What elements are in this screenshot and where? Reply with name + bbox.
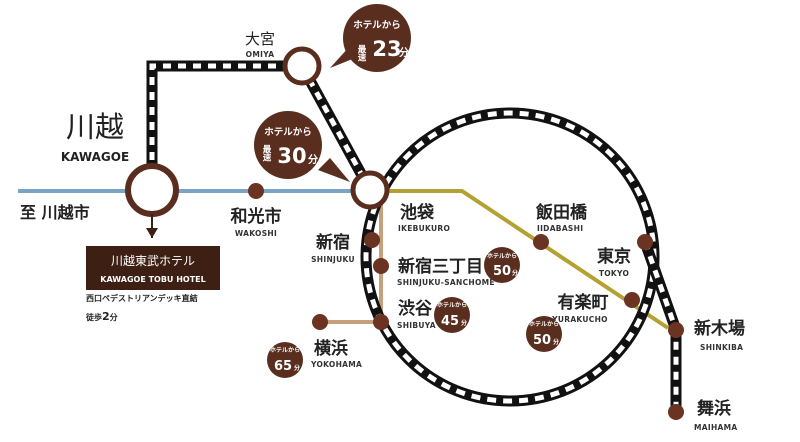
station-shinjuku-jp: 新宿 xyxy=(316,232,350,253)
station-omiya-en: OMIYA xyxy=(246,50,275,59)
station-iidabashi xyxy=(533,234,549,250)
station-kawagoe-en: KAWAGOE xyxy=(61,150,129,164)
station-shinjuku-sanchome-jp: 新宿三丁目 xyxy=(398,256,483,277)
hotel-name-en: KAWAGOE TOBU HOTEL xyxy=(100,275,205,284)
station-ikebukuro-en: IKEBUKURO xyxy=(398,224,450,233)
station-wakoshi xyxy=(248,183,264,199)
station-maihama-en: MAIHAMA xyxy=(694,423,738,432)
station-maihama xyxy=(668,404,684,420)
station-yokohama xyxy=(312,314,328,330)
station-shinjuku-en: SHINJUKU xyxy=(311,255,355,264)
hotel-box xyxy=(86,246,220,290)
svg-text:50: 50 xyxy=(493,264,511,279)
svg-text:分: 分 xyxy=(512,269,518,277)
jr-saikyo-line xyxy=(297,63,375,193)
station-tokyo xyxy=(637,234,653,250)
svg-text:ホテルから: ホテルから xyxy=(529,320,559,328)
station-ikebukuro-jp: 池袋 xyxy=(400,202,435,223)
station-yurakucho xyxy=(624,292,640,308)
station-tokyo-jp: 東京 xyxy=(597,246,631,267)
svg-text:ホテルから: ホテルから xyxy=(264,127,312,138)
station-shinkiba-jp: 新木場 xyxy=(694,318,745,339)
station-shinjuku xyxy=(364,232,380,248)
station-shinkiba-en: SHINKIBA xyxy=(700,343,743,352)
station-shibuya xyxy=(373,314,389,330)
station-shinkiba xyxy=(668,322,684,338)
yurakucho-time-badge: ホテルから 50 分 xyxy=(526,316,562,352)
station-omiya xyxy=(282,46,322,86)
station-iidabashi-en: IIDABASHI xyxy=(537,224,583,233)
station-yurakucho-en: YURAKUCHO xyxy=(551,315,608,324)
jr-kawagoe-line xyxy=(146,60,302,190)
station-maihama-jp: 舞浜 xyxy=(697,398,731,419)
hotel-note-deck: 西口ペデストリアンデッキ直結 xyxy=(86,293,198,303)
station-tokyo-en: TOKYO xyxy=(599,269,629,278)
svg-text:ホテルから: ホテルから xyxy=(270,346,300,354)
station-wakoshi-jp: 和光市 xyxy=(231,206,282,227)
ikebukuro-bubble-prefix: 最速 xyxy=(261,144,271,163)
svg-text:45: 45 xyxy=(441,314,459,329)
station-shinjuku-sanchome-en: SHINJUKU-SANCHOME xyxy=(397,278,495,287)
svg-text:分: 分 xyxy=(308,153,318,166)
ikebukuro-bubble-minutes: 30 xyxy=(277,144,306,168)
hotel-pointer-arrow xyxy=(146,228,158,238)
station-kawagoe-jp: 川越 xyxy=(66,110,124,144)
direction-label: 至 川越市 xyxy=(20,203,90,222)
omiya-time-bubble: ホテルから 最速 23 分 xyxy=(330,4,411,72)
station-shibuya-en: SHIBUYA xyxy=(397,321,436,330)
station-iidabashi-jp: 飯田橋 xyxy=(535,202,588,223)
station-shinjuku-sanchome xyxy=(373,258,389,274)
station-yurakucho-jp: 有楽町 xyxy=(558,292,609,313)
svg-text:分: 分 xyxy=(461,319,467,327)
station-ikebukuro xyxy=(350,170,390,210)
station-wakoshi-en: WAKOSHI xyxy=(235,229,277,238)
shibuya-time-badge: ホテルから 45 分 xyxy=(434,297,470,333)
station-yokohama-jp: 横浜 xyxy=(314,338,348,359)
svg-text:分: 分 xyxy=(294,364,300,372)
omiya-bubble-minutes: 23 xyxy=(372,37,401,61)
shinjuku-sanchome-time-badge: ホテルから 50 分 xyxy=(484,247,520,283)
station-kawagoe xyxy=(125,163,179,217)
hotel-note-walk: 徒歩2分 xyxy=(85,310,118,323)
svg-text:65: 65 xyxy=(274,359,292,374)
svg-text:分: 分 xyxy=(553,338,559,346)
omiya-bubble-prefix: 最速 xyxy=(356,44,366,63)
yurakucho-line xyxy=(370,189,670,330)
svg-text:50: 50 xyxy=(533,333,551,348)
svg-text:ホテルから: ホテルから xyxy=(353,20,401,31)
ikebukuro-time-bubble: ホテルから 最速 30 分 xyxy=(254,111,350,182)
svg-text:ホテルから: ホテルから xyxy=(487,252,517,260)
station-yokohama-en: YOKOHAMA xyxy=(310,360,362,369)
yokohama-time-badge: ホテルから 65 分 xyxy=(267,342,303,378)
hotel-name-jp: 川越東武ホテル xyxy=(111,254,195,268)
station-shibuya-jp: 渋谷 xyxy=(398,298,433,319)
svg-text:ホテルから: ホテルから xyxy=(437,301,467,309)
svg-text:分: 分 xyxy=(399,46,409,59)
station-omiya-jp: 大宮 xyxy=(245,30,275,48)
